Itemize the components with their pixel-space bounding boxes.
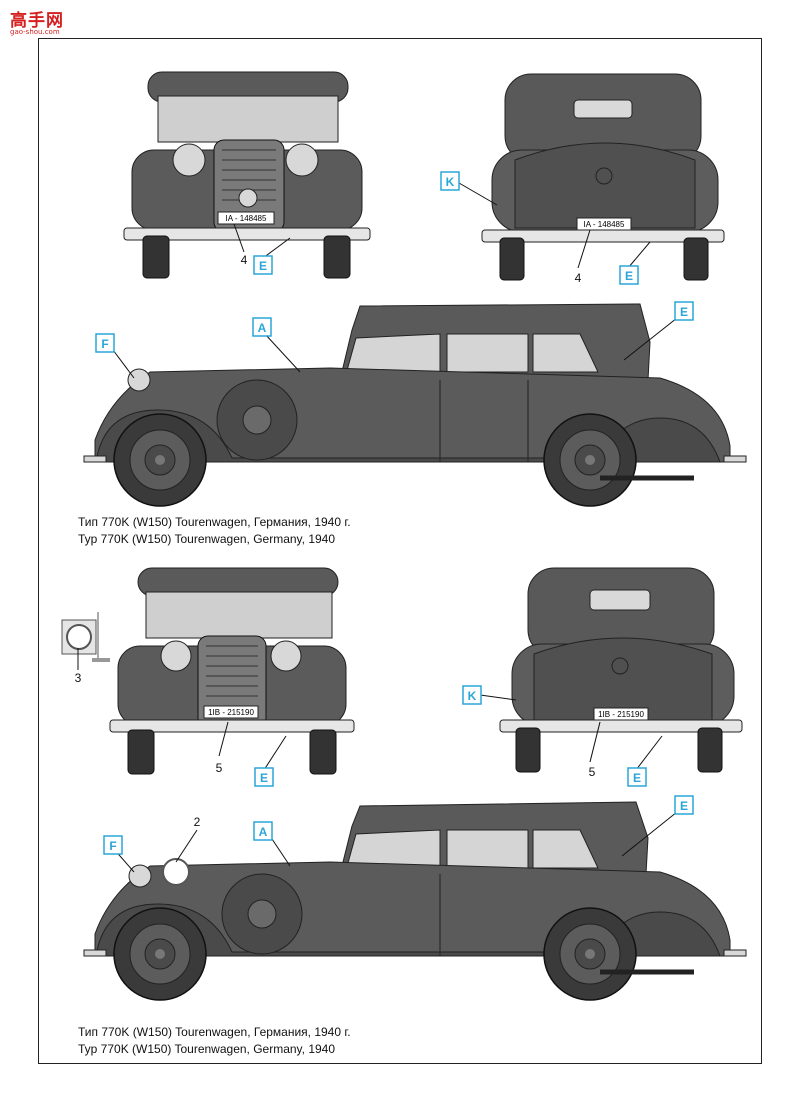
plate-bottom-front: 1IB - 215190 (208, 708, 254, 717)
watermark-url: gao-shou.com (10, 28, 60, 36)
bottom-front-view: 1IB - 215190 (61, 567, 355, 775)
top-rear-view: IA - 148485 (481, 73, 725, 281)
callout-e-bottom-side: E (674, 795, 694, 815)
callout-e-top-side-text: E (680, 305, 688, 319)
bottom-side-view (83, 801, 747, 1001)
caption-bottom-ru: Тип 770K (W150) Tourenwagen, Германия, 1… (78, 1025, 351, 1039)
callout-k-top-text: K (446, 175, 455, 189)
callout-f-top: F (95, 333, 115, 353)
number-labels: 4 4 3 5 5 2 (75, 253, 596, 829)
callout-e-top-side: E (674, 301, 694, 321)
callout-f-bottom: F (103, 835, 123, 855)
callout-e-top-front-text: E (259, 259, 267, 273)
callout-f-top-text: F (101, 337, 108, 351)
bottom-rear-view: 1IB - 215190 (499, 567, 743, 773)
leader-lines (77, 182, 678, 873)
callout-f-bottom-text: F (109, 839, 116, 853)
top-front-view: IA - 148485 (123, 71, 371, 279)
callout-k-bottom-text: K (468, 689, 477, 703)
caption-top: Тип 770K (W150) Tourenwagen, Германия, 1… (78, 514, 351, 548)
callout-e-top-front: E (253, 255, 273, 275)
callout-e-top-rear: E (619, 265, 639, 285)
callout-e-bottom-rear: E (627, 767, 647, 787)
callout-e-bottom-side-text: E (680, 799, 688, 813)
number-4-top-rear: 4 (575, 271, 582, 285)
caption-bottom: Тип 770K (W150) Tourenwagen, Германия, 1… (78, 1024, 351, 1058)
callout-a-bottom: A (253, 821, 273, 841)
callout-labels: A F E K E E A F (95, 171, 694, 855)
callout-e-bottom-front: E (254, 767, 274, 787)
callout-e-bottom-rear-text: E (633, 771, 641, 785)
plate-top-front: IA - 148485 (226, 214, 267, 223)
callout-k-top: K (440, 171, 460, 191)
caption-bottom-de: Typ 770K (W150) Tourenwagen, Germany, 19… (78, 1042, 336, 1056)
callout-e-bottom-front-text: E (260, 771, 268, 785)
top-side-view (83, 303, 747, 507)
plate-bottom-rear: 1IB - 215190 (598, 710, 644, 719)
number-3: 3 (75, 671, 82, 685)
watermark-logo: 高手网 gao-shou.com (4, 6, 74, 40)
callout-a-top-text: A (258, 321, 267, 335)
callout-a-bottom-text: A (259, 825, 268, 839)
watermark-title: 高手网 (10, 11, 64, 31)
number-5-bottom-front: 5 (216, 761, 223, 775)
caption-top-de: Typ 770K (W150) Tourenwagen, Germany, 19… (78, 532, 336, 546)
callout-k-bottom: K (462, 685, 482, 705)
plate-top-rear: IA - 148485 (584, 220, 625, 229)
number-2: 2 (194, 815, 201, 829)
callout-a-top: A (252, 317, 272, 337)
number-5-bottom-rear: 5 (589, 765, 596, 779)
caption-top-ru: Тип 770K (W150) Tourenwagen, Германия, 1… (78, 515, 351, 529)
number-4-top-front: 4 (241, 253, 248, 267)
callout-e-top-rear-text: E (625, 269, 633, 283)
drawing-frame (38, 38, 762, 1064)
